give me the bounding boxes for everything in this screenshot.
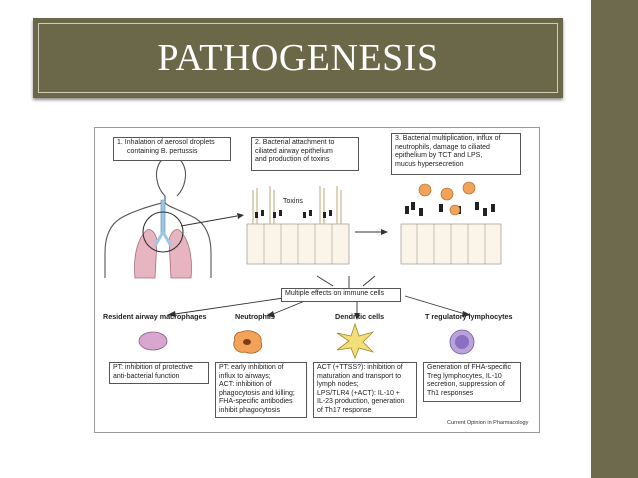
dendritic-cell-icon xyxy=(336,322,375,360)
step-3-line-4: mucus hypersecretion xyxy=(395,160,464,168)
magnifier-circle xyxy=(142,211,184,253)
neutrophil-line-3: ACT: inhibition of xyxy=(219,381,272,389)
epithelium-panel-3 xyxy=(400,181,502,265)
step-2-box: 2. Bacterial attachment to ciliated airw… xyxy=(251,137,359,171)
neutrophil-effect-box: PT: early inhibition of influx to airway… xyxy=(215,362,307,418)
treg-effect-box: Generation of FHA-specific Treg lymphocy… xyxy=(423,362,521,402)
step-2-line-2: ciliated airway epithelium xyxy=(255,147,333,155)
pathogenesis-figure: 1. Inhalation of aerosol droplets contai… xyxy=(94,127,540,433)
treg-line-1: Generation of FHA-specific xyxy=(427,364,512,371)
step-3-line-3: epithelium by TCT and LPS, xyxy=(395,152,483,160)
dendritic-line-6: of Th17 response xyxy=(317,406,372,414)
step-2-line-3: and production of toxins xyxy=(255,156,330,164)
dendritic-line-4: LPS/TLR4 (+ACT): IL-10 + xyxy=(317,389,400,397)
neutrophil-line-1: PT: early inhibition of xyxy=(219,364,284,371)
dendritic-effect-box: ACT (+TTSS?): inhibition of maturation a… xyxy=(313,362,417,418)
dendritic-line-2: maturation and transport to xyxy=(317,372,402,380)
treg-line-3: secretion, suppression of xyxy=(427,381,505,389)
treg-line-2: Treg lymphocytes, IL-10 xyxy=(427,372,502,380)
human-silhouette xyxy=(104,155,212,278)
slide-title: PATHOGENESIS xyxy=(157,37,439,79)
neutrophil-influx xyxy=(418,183,432,197)
epithelium-panel-2 xyxy=(246,186,350,265)
cell-header-treg: T regulatory lymphocytes xyxy=(425,312,513,321)
neutrophil-line-6: inhibit phagocytosis xyxy=(219,406,281,414)
step-1-line-1: 1. Inhalation of aerosol droplets xyxy=(117,139,215,146)
title-banner: PATHOGENESIS xyxy=(33,18,563,98)
left-lung xyxy=(134,229,158,279)
treg-line-4: Th1 responses xyxy=(427,389,474,397)
dendritic-line-3: lymph nodes; xyxy=(317,381,359,389)
toxins-label: Toxins xyxy=(283,198,303,205)
macrophage-cell-icon xyxy=(138,331,168,351)
right-accent-bar xyxy=(591,0,638,478)
step-3-line-1: 3. Bacterial multiplication, influx of xyxy=(395,135,501,142)
immune-effects-box: Multiple effects on immune cells xyxy=(281,288,401,302)
cell-header-dendritic: Dendritic cells xyxy=(335,312,385,321)
cell-header-macrophages: Resident airway macrophages xyxy=(103,312,207,321)
right-lung xyxy=(168,229,192,279)
figure-credit: Current Opinion in Pharmacology xyxy=(447,420,529,426)
macrophage-effect-box: PT: inhibition of protective anti-bacter… xyxy=(109,362,209,384)
step-3-box: 3. Bacterial multiplication, influx of n… xyxy=(391,133,521,175)
step-2-line-1: 2. Bacterial attachment to xyxy=(255,139,335,146)
macrophage-line-2: anti-bacterial function xyxy=(113,372,180,380)
macrophage-line-1: PT: inhibition of protective xyxy=(113,364,193,371)
step-1-line-2: containing B. pertussis xyxy=(127,147,198,155)
neutrophil-line-2: influx to airways; xyxy=(219,372,271,380)
dendritic-line-1: ACT (+TTSS?): inhibition of xyxy=(317,364,403,371)
dendritic-line-5: IL-23 production, generation xyxy=(317,398,405,406)
figure-illustration xyxy=(104,155,502,360)
neutrophil-line-4: phagocytosis and killing; xyxy=(219,389,295,397)
step-1-box: 1. Inhalation of aerosol droplets contai… xyxy=(113,137,231,161)
step-3-line-2: neutrophils, damage to ciliated xyxy=(395,143,490,151)
trachea xyxy=(160,199,166,235)
neutrophil-line-5: FHA-specific antibodies xyxy=(219,398,293,406)
cell-header-neutrophils: Neutrophils xyxy=(235,312,275,321)
